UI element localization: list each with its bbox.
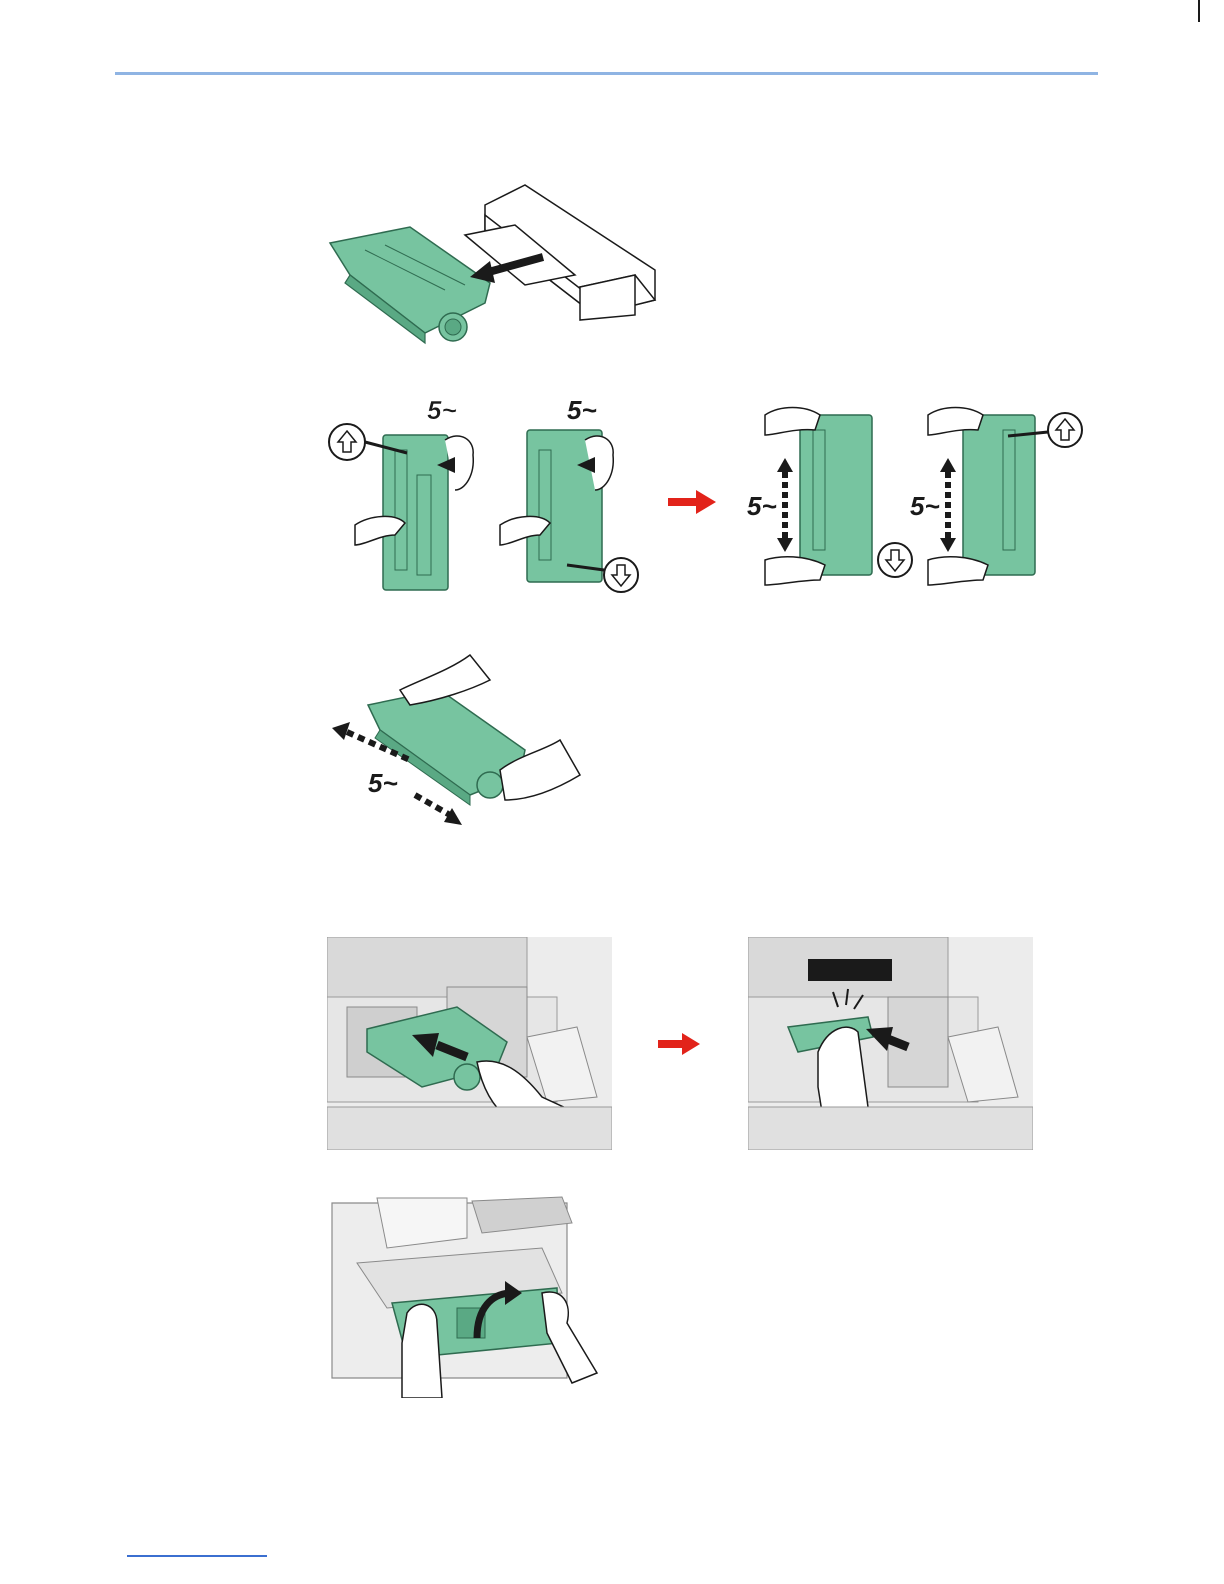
down-arrow-circle-icon <box>878 543 912 577</box>
illustration-shake-vertical-3: 5~ <box>745 400 915 595</box>
header-rule <box>115 72 1098 75</box>
illustration-remove-from-box <box>325 175 665 350</box>
footer-link-underline[interactable] <box>127 1555 267 1557</box>
illustration-shake-vertical-2: 5~ <box>495 395 645 595</box>
hand-icon <box>402 1304 442 1398</box>
photo-label-box <box>808 959 892 981</box>
toner-cartridge <box>963 415 1035 575</box>
page-edge-mark <box>1198 0 1200 22</box>
shake-count-label: 5~ <box>368 768 398 798</box>
illustration-insert-cartridge <box>327 937 612 1150</box>
red-arrow-icon <box>668 490 718 514</box>
shake-arrow-icon <box>940 458 956 552</box>
toner-cartridge <box>383 435 448 590</box>
shake-count-label: 5~ <box>910 491 940 521</box>
illustration-close-cover <box>327 1193 607 1398</box>
shake-count-label: 5~ <box>427 395 457 425</box>
red-arrow-icon <box>658 1033 702 1055</box>
toner-cartridge <box>800 415 872 575</box>
illustration-shake-horizontal: 5~ <box>330 650 600 835</box>
shake-count-label: 5~ <box>747 491 777 521</box>
hand-icon <box>928 557 988 585</box>
toner-cartridge <box>330 227 490 343</box>
shake-arrow-icon <box>777 458 793 552</box>
hand-icon <box>400 655 490 705</box>
toner-box <box>465 185 655 320</box>
hand-icon <box>765 557 825 585</box>
illustration-shake-vertical-4: 5~ <box>908 400 1088 595</box>
illustration-shake-vertical-1: 5~ <box>325 395 490 595</box>
shake-count-label: 5~ <box>567 395 597 425</box>
